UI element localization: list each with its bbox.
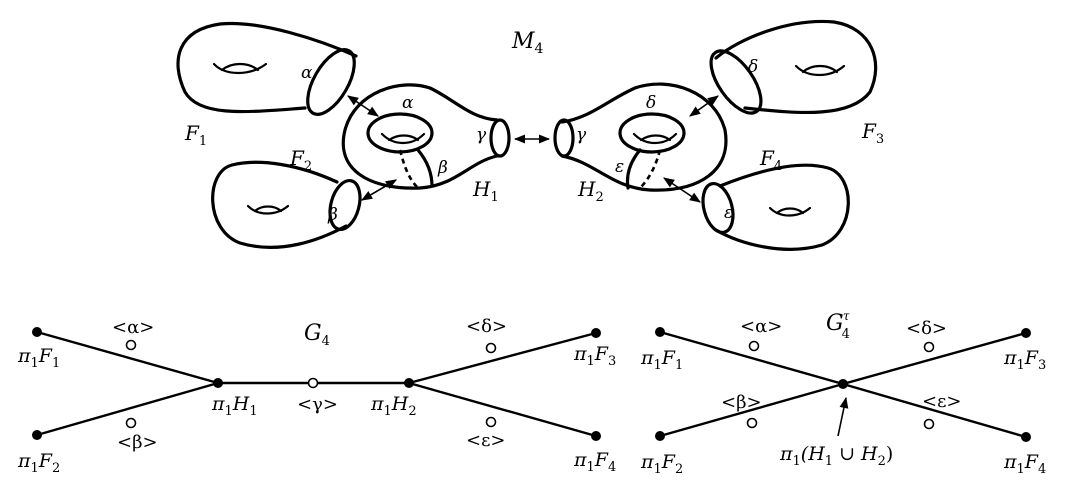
edge-marker-beta xyxy=(125,417,137,429)
label-H2-gamma: γ xyxy=(576,125,587,145)
label-F1-curve: α xyxy=(301,63,313,83)
manifold-figure: M4 α F1 β F2 α β xyxy=(176,19,884,251)
label-F2-curve: β xyxy=(327,205,338,225)
vertex-label-F1: π1F1 xyxy=(17,345,60,371)
edge-F1-H1 xyxy=(36,330,219,385)
vertex-label-r-F4: π1F4 xyxy=(1003,451,1046,477)
vertex-label-r-F2: π1F2 xyxy=(640,451,683,477)
edge-marker-epsilon xyxy=(485,416,497,428)
center-label: π1(H1 ∪ H2) xyxy=(779,443,893,469)
glue-arrow-epsilon xyxy=(663,177,701,203)
label-H1: H1 xyxy=(472,177,499,205)
graph-right: G4τ <α> <β> <δ> <ε> π1(H1 ∪ H2) π1F1 π1F… xyxy=(640,309,1046,477)
edge-F2-H1 xyxy=(36,381,219,437)
graph-right-title: G4τ xyxy=(826,309,850,342)
surface-H1: α β γ H1 xyxy=(341,83,511,205)
edge-marker-delta xyxy=(485,342,497,354)
edge-H2-F4 xyxy=(408,381,597,438)
vertex-r-center xyxy=(838,379,848,389)
vertex-F3 xyxy=(591,328,601,338)
edge-marker-alpha xyxy=(125,339,137,351)
label-H1-beta: β xyxy=(437,158,448,178)
edge-label-r-beta: <β> xyxy=(721,392,762,413)
surface-F4: ε F4 xyxy=(701,146,850,251)
edge-F1-center xyxy=(659,330,844,386)
surface-F1: α F1 xyxy=(176,21,358,149)
vertex-H1 xyxy=(213,378,223,388)
vertex-r-F4 xyxy=(1021,432,1031,442)
vertex-F4 xyxy=(591,431,601,441)
edge-marker-gamma xyxy=(307,377,319,389)
edge-label-alpha: <α> xyxy=(112,317,154,338)
edge-F2-center xyxy=(659,382,844,438)
edge-H2-F3 xyxy=(408,331,597,385)
glue-arrow-alpha xyxy=(347,95,379,117)
manifold-title: M4 xyxy=(511,29,544,57)
label-H2-delta: δ xyxy=(646,93,656,113)
glue-arrow-beta xyxy=(361,179,397,201)
label-F4: F4 xyxy=(759,146,782,174)
vertex-label-F4: π1F4 xyxy=(573,449,616,475)
glue-arrow-delta xyxy=(689,95,719,117)
vertex-label-F2: π1F2 xyxy=(17,450,60,476)
edge-F3-center xyxy=(842,331,1027,386)
vertex-label-H1: π1H1 xyxy=(211,393,258,419)
surface-F3: δ F3 xyxy=(709,19,884,147)
edge-label-delta: <δ> xyxy=(466,316,507,337)
label-F2: F2 xyxy=(289,146,312,174)
edge-marker-r-delta xyxy=(923,341,935,353)
edge-marker-r-beta xyxy=(746,417,758,429)
label-F1: F1 xyxy=(184,121,207,149)
label-F3: F3 xyxy=(861,119,884,147)
label-H1-alpha: α xyxy=(402,93,414,113)
edge-label-r-epsilon: <ε> xyxy=(922,391,962,412)
edge-marker-r-alpha xyxy=(748,340,760,352)
graph-left: G4 <α> <β> <γ> <δ> <ε> π1F1 π1F2 π1H1 π1… xyxy=(17,316,616,476)
graph-left-title: G4 xyxy=(304,321,330,349)
label-H2: H2 xyxy=(577,177,604,205)
vertex-F1 xyxy=(32,327,42,337)
vertex-r-F2 xyxy=(655,431,665,441)
edge-label-r-alpha: <α> xyxy=(740,316,782,337)
vertex-label-r-F1: π1F1 xyxy=(640,347,683,373)
edge-label-beta: <β> xyxy=(117,432,158,453)
edge-F4-center xyxy=(842,382,1027,439)
center-pointer-arrow xyxy=(837,396,849,437)
vertex-F2 xyxy=(32,430,42,440)
label-H1-gamma: γ xyxy=(476,125,487,145)
surface-H2: δ ε γ H2 xyxy=(553,82,728,205)
vertex-label-r-F3: π1F3 xyxy=(1003,347,1046,373)
vertex-label-H2: π1H2 xyxy=(370,393,417,419)
label-H2-epsilon: ε xyxy=(615,157,624,177)
surface-F2: β F2 xyxy=(211,146,362,249)
label-F4-curve: ε xyxy=(724,203,733,223)
edge-label-gamma: <γ> xyxy=(297,394,338,415)
vertex-r-F1 xyxy=(655,327,665,337)
vertex-label-F3: π1F3 xyxy=(573,343,616,369)
edge-marker-r-epsilon xyxy=(923,418,935,430)
vertex-r-F3 xyxy=(1021,328,1031,338)
edge-label-epsilon: <ε> xyxy=(466,430,506,451)
edge-label-r-delta: <δ> xyxy=(906,318,947,339)
vertex-H2 xyxy=(404,378,414,388)
label-F3-curve: δ xyxy=(748,57,758,77)
